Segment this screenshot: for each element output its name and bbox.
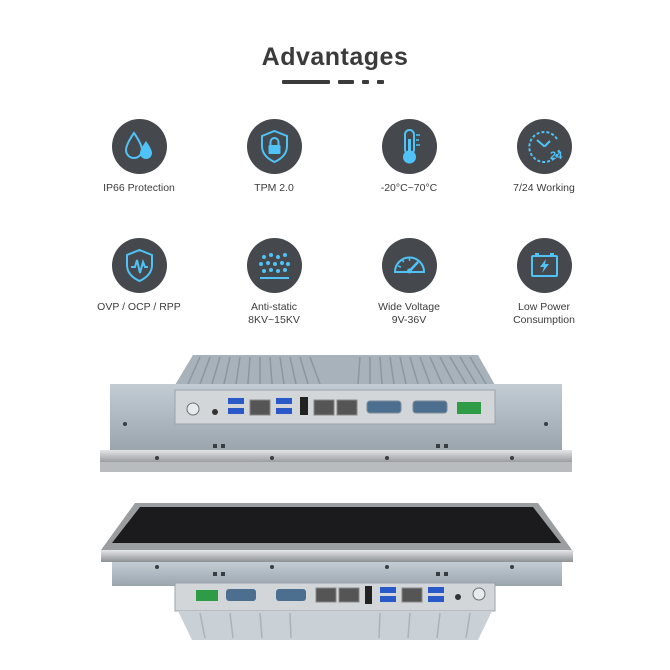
feature-label: Low Power Consumption <box>513 301 575 326</box>
feature-label: TPM 2.0 <box>254 182 294 194</box>
feature-ovp: OVP / OCP / RPP <box>74 238 204 314</box>
battery-icon <box>516 238 572 293</box>
gauge-icon <box>381 238 437 293</box>
antistatic-dots-icon <box>246 238 302 293</box>
thermometer-icon <box>381 119 437 174</box>
shield-wave-icon <box>111 238 167 293</box>
feature-ip66: IP66 Protection <box>74 119 204 195</box>
water-drop-icon <box>111 119 167 174</box>
feature-label: OVP / OCP / RPP <box>97 301 181 313</box>
shield-lock-icon <box>246 119 302 174</box>
feature-247: 24 7/24 Working <box>479 119 609 195</box>
feature-label: Wide Voltage 9V-36V <box>378 301 440 326</box>
feature-label: -20°C~70°C <box>380 182 438 194</box>
page-title: Advantages <box>261 43 409 71</box>
clock-24-icon: 24 <box>516 119 572 174</box>
svg-text:24: 24 <box>550 150 563 162</box>
feature-label: 7/24 Working <box>513 182 575 194</box>
feature-tpm: TPM 2.0 <box>209 119 339 195</box>
feature-label: Anti-static 8KV~15KV <box>248 301 300 326</box>
feature-antistatic: Anti-static 8KV~15KV <box>209 238 339 327</box>
feature-low-power: Low Power Consumption <box>479 238 609 327</box>
feature-label: IP66 Protection <box>103 182 175 194</box>
feature-wide-voltage: Wide Voltage 9V-36V <box>344 238 474 327</box>
feature-temperature: -20°C~70°C <box>344 119 474 195</box>
